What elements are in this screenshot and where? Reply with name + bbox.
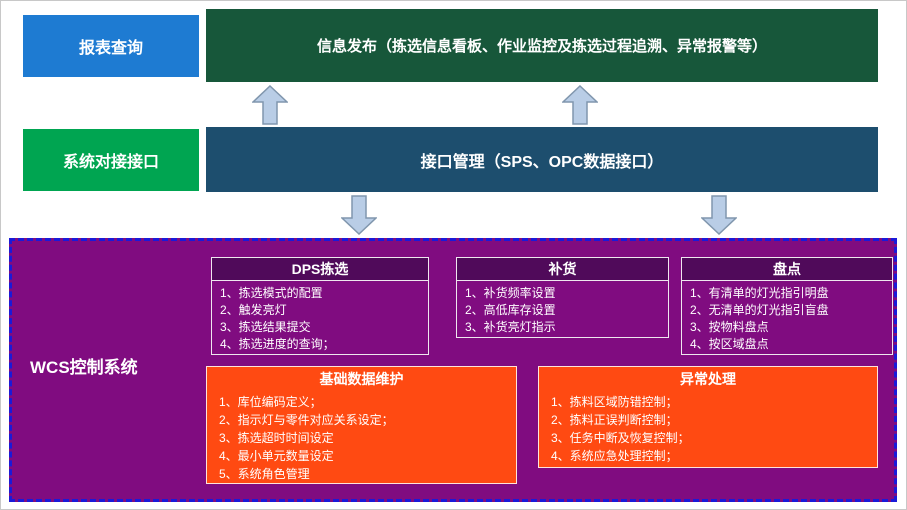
list-item: 2、无清单的灯光指引盲盘 xyxy=(690,303,829,317)
module-basic-data-title: 基础数据维护 xyxy=(319,371,404,387)
list-item: 1、库位编码定义； xyxy=(219,395,322,409)
module-basic-data: 基础数据维护 1、库位编码定义； 2、指示灯与零件对应关系设定； 3、拣选超时时… xyxy=(206,366,517,484)
list-item: 1、拣料区域防错控制； xyxy=(551,395,678,409)
module-exception-handling-items: 1、拣料区域防错控制； 2、拣料正误判断控制； 3、任务中断及恢复控制； 4、系… xyxy=(539,391,877,467)
report-query-label: 报表查询 xyxy=(78,40,143,57)
interface-mgmt-label: 接口管理（SPS、OPC数据接口） xyxy=(420,153,664,171)
list-item: 5、系统角色管理 xyxy=(219,467,310,481)
list-item: 3、任务中断及恢复控制； xyxy=(551,431,690,445)
module-basic-data-items: 1、库位编码定义； 2、指示灯与零件对应关系设定； 3、拣选超时时间设定 4、最… xyxy=(207,391,516,485)
list-item: 2、拣料正误判断控制； xyxy=(551,413,678,427)
list-item: 3、补货亮灯指示 xyxy=(465,320,556,334)
info-publish-label: 信息发布（拣选信息看板、作业监控及拣选过程追溯、异常报警等） xyxy=(316,38,767,55)
list-item: 3、拣选结果提交 xyxy=(220,320,311,334)
list-item: 3、拣选超时时间设定 xyxy=(219,431,334,445)
system-interface-box: 系统对接接口 xyxy=(23,129,199,191)
module-dps-picking-title: DPS拣选 xyxy=(212,258,428,281)
module-dps-picking-items: 1、拣选模式的配置 2、触发亮灯 3、拣选结果提交 4、拣选进度的查询； xyxy=(212,281,428,357)
module-replenishment-items: 1、补货频率设置 2、高低库存设置 3、补货亮灯指示 xyxy=(457,281,668,340)
wcs-system-label: WCS控制系统 xyxy=(30,358,138,377)
list-item: 2、指示灯与零件对应关系设定； xyxy=(219,413,394,427)
down-arrow-icon xyxy=(341,195,377,235)
list-item: 4、拣选进度的查询； xyxy=(220,337,335,351)
module-replenishment-title: 补货 xyxy=(457,258,668,281)
module-stocktaking-items: 1、有清单的灯光指引明盘 2、无清单的灯光指引盲盘 3、按物料盘点 4、按区域盘… xyxy=(682,281,892,357)
list-item: 4、最小单元数量设定 xyxy=(219,449,334,463)
list-item: 1、拣选模式的配置 xyxy=(220,286,323,300)
down-arrow-icon xyxy=(701,195,737,235)
wcs-control-system-panel: WCS控制系统 DPS拣选 1、拣选模式的配置 2、触发亮灯 3、拣选结果提交 … xyxy=(9,238,897,502)
list-item: 2、高低库存设置 xyxy=(465,303,556,317)
module-exception-handling: 异常处理 1、拣料区域防错控制； 2、拣料正误判断控制； 3、任务中断及恢复控制… xyxy=(538,366,878,468)
module-stocktaking-title: 盘点 xyxy=(682,258,892,281)
info-publish-box: 信息发布（拣选信息看板、作业监控及拣选过程追溯、异常报警等） xyxy=(206,9,878,82)
module-stocktaking: 盘点 1、有清单的灯光指引明盘 2、无清单的灯光指引盲盘 3、按物料盘点 4、按… xyxy=(681,257,893,355)
list-item: 3、按物料盘点 xyxy=(690,320,769,334)
up-arrow-icon xyxy=(252,85,288,125)
system-interface-label: 系统对接接口 xyxy=(62,154,159,171)
list-item: 4、按区域盘点 xyxy=(690,337,769,351)
list-item: 1、有清单的灯光指引明盘 xyxy=(690,286,829,300)
list-item: 2、触发亮灯 xyxy=(220,303,287,317)
report-query-box: 报表查询 xyxy=(23,15,199,77)
list-item: 4、系统应急处理控制； xyxy=(551,449,678,463)
interface-mgmt-box: 接口管理（SPS、OPC数据接口） xyxy=(206,127,878,192)
module-exception-handling-title: 异常处理 xyxy=(680,371,736,387)
list-item: 1、补货频率设置 xyxy=(465,286,556,300)
up-arrow-icon xyxy=(562,85,598,125)
module-replenishment: 补货 1、补货频率设置 2、高低库存设置 3、补货亮灯指示 xyxy=(456,257,669,338)
module-dps-picking: DPS拣选 1、拣选模式的配置 2、触发亮灯 3、拣选结果提交 4、拣选进度的查… xyxy=(211,257,429,355)
